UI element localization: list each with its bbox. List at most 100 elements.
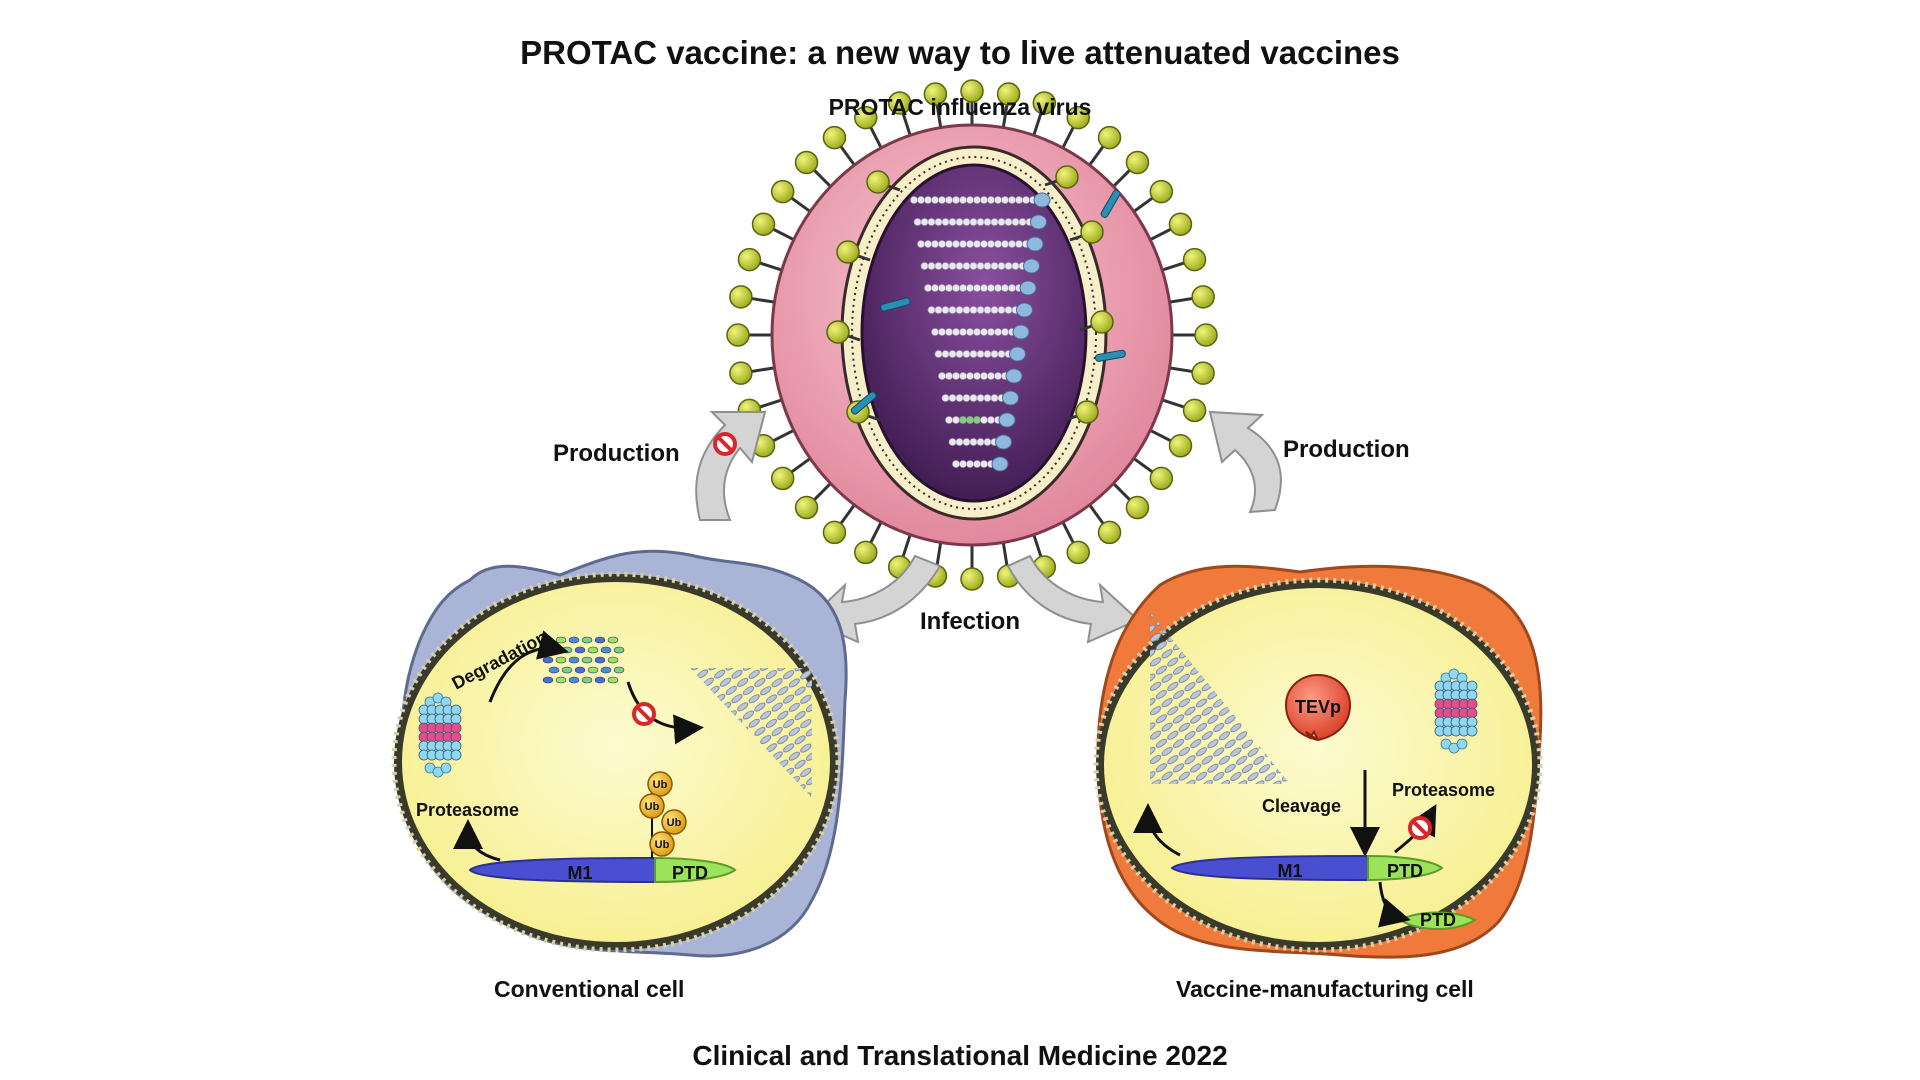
nucleoprotein-bead bbox=[934, 218, 943, 226]
nucleoprotein-bead bbox=[952, 460, 960, 468]
nucleoprotein-bead bbox=[994, 284, 1002, 292]
nucleoprotein-bead bbox=[994, 328, 1002, 336]
nucleoprotein-bead bbox=[987, 284, 995, 292]
peptide-fragment bbox=[548, 666, 560, 674]
peptide-fragment bbox=[561, 666, 573, 674]
nucleoprotein-bead bbox=[987, 196, 995, 204]
spike-head bbox=[1125, 495, 1150, 520]
nucleoprotein-bead bbox=[959, 460, 967, 468]
blocked-assembly-arrow bbox=[626, 681, 704, 745]
tevp-icon: TEVp bbox=[1284, 673, 1352, 742]
nucleoprotein-bead bbox=[969, 438, 978, 446]
ptd-free bbox=[1397, 911, 1478, 930]
nucleoprotein-bead bbox=[976, 218, 985, 226]
spike-head bbox=[854, 540, 878, 565]
nucleoprotein-bead bbox=[983, 394, 992, 402]
nucleoprotein-bead bbox=[955, 262, 964, 270]
nucleoprotein-bead bbox=[917, 240, 925, 248]
nucleoprotein-bead bbox=[1001, 284, 1009, 292]
nucleoprotein-bead bbox=[962, 262, 971, 270]
proteasome-arrow-left bbox=[453, 819, 501, 862]
proteasome-label-left: Proteasome bbox=[416, 800, 519, 820]
spike-head bbox=[822, 520, 847, 545]
nucleoprotein-bead bbox=[980, 196, 988, 204]
spike-head bbox=[826, 320, 850, 344]
nucleoprotein-bead bbox=[962, 350, 971, 358]
nucleoprotein-bead bbox=[927, 306, 936, 314]
spike-head bbox=[923, 82, 948, 106]
polymerase-complex bbox=[1012, 324, 1030, 340]
nucleoprotein-bead bbox=[1008, 240, 1016, 248]
spike-head bbox=[996, 82, 1021, 106]
nucleoprotein-bead bbox=[1001, 328, 1009, 336]
nucleoprotein-bead bbox=[931, 240, 939, 248]
polymerase-complex bbox=[1016, 302, 1033, 318]
nucleoprotein-bead bbox=[1015, 196, 1023, 204]
nucleoprotein-bead bbox=[962, 394, 971, 402]
spike-head bbox=[887, 91, 912, 115]
left-cell-cytoplasm bbox=[402, 582, 830, 942]
ptd-label-right: PTD bbox=[1387, 861, 1423, 881]
right-cell-membrane-beads bbox=[1093, 577, 1543, 953]
nucleoprotein-bead bbox=[945, 240, 953, 248]
nucleoprotein-bead bbox=[955, 394, 964, 402]
nucleoprotein-bead bbox=[920, 262, 929, 270]
nucleoprotein-bead bbox=[941, 350, 950, 358]
nucleoprotein-bead bbox=[955, 306, 964, 314]
degradation-arrow bbox=[488, 630, 569, 703]
page-title: PROTAC vaccine: a new way to live attenu… bbox=[520, 34, 1400, 71]
nucleoprotein-bead bbox=[994, 196, 1002, 204]
nucleoprotein-bead bbox=[987, 240, 995, 248]
peptide-fragment bbox=[594, 656, 606, 664]
nucleoprotein-bead bbox=[983, 350, 992, 358]
nucleoprotein-bead bbox=[910, 196, 918, 204]
nucleoprotein-bead bbox=[997, 262, 1006, 270]
nucleoprotein-bead bbox=[952, 416, 960, 424]
spike-head bbox=[1149, 466, 1174, 491]
nucleoprotein-bead bbox=[980, 328, 988, 336]
nucleoprotein-bead bbox=[969, 350, 978, 358]
peptide-fragment bbox=[587, 646, 599, 654]
spike-head bbox=[1191, 361, 1215, 385]
nucleoprotein-bead bbox=[987, 372, 995, 380]
peptide-fragment bbox=[581, 656, 593, 664]
nucleoprotein-bead bbox=[997, 218, 1006, 226]
nucleoprotein-bead bbox=[962, 306, 971, 314]
nucleoprotein-bead bbox=[973, 460, 981, 468]
nucleoprotein-bead bbox=[938, 284, 946, 292]
nucleoprotein-bead bbox=[931, 328, 939, 336]
nucleoprotein-bead bbox=[980, 416, 988, 424]
neuraminidase-rod bbox=[1100, 189, 1121, 218]
nucleoprotein-bead bbox=[994, 372, 1002, 380]
spike-head bbox=[1055, 165, 1079, 189]
neuraminidase-rod bbox=[850, 391, 877, 415]
nucleoprotein-bead bbox=[934, 350, 943, 358]
spike-head bbox=[1080, 220, 1104, 244]
cleavage-label: Cleavage bbox=[1262, 796, 1341, 816]
nucleoprotein-bead bbox=[980, 372, 988, 380]
polymerase-complex bbox=[1005, 368, 1023, 384]
nucleoprotein-bead bbox=[997, 350, 1006, 358]
ptd-free-label: PTD bbox=[1420, 910, 1456, 930]
nucleoprotein-bead bbox=[966, 460, 974, 468]
polymerase-complex bbox=[998, 412, 1016, 428]
nucleoprotein-bead bbox=[955, 218, 964, 226]
svg-text:Ub: Ub bbox=[653, 779, 668, 791]
spike-head bbox=[960, 567, 984, 591]
vaccine-cell-caption: Vaccine-manufacturing cell bbox=[1176, 976, 1474, 1002]
polymerase-complex bbox=[991, 456, 1009, 472]
nucleoprotein-bead bbox=[976, 306, 985, 314]
peptide-fragment bbox=[600, 646, 612, 654]
nucleoprotein-bead bbox=[969, 262, 978, 270]
nucleoprotein-bead bbox=[959, 240, 967, 248]
nucleoprotein-bead bbox=[983, 218, 992, 226]
nucleoprotein-bead bbox=[962, 218, 971, 226]
production-label-right: Production bbox=[1283, 436, 1410, 463]
neuraminidase-rod bbox=[880, 297, 911, 312]
nucleoprotein-bead bbox=[1004, 306, 1013, 314]
ubiquitin-icon: Ub bbox=[647, 771, 673, 797]
peptide-fragment bbox=[594, 636, 606, 644]
svg-text:Ub: Ub bbox=[655, 839, 670, 851]
nucleoprotein-bead bbox=[966, 284, 974, 292]
spike-head bbox=[794, 150, 819, 175]
